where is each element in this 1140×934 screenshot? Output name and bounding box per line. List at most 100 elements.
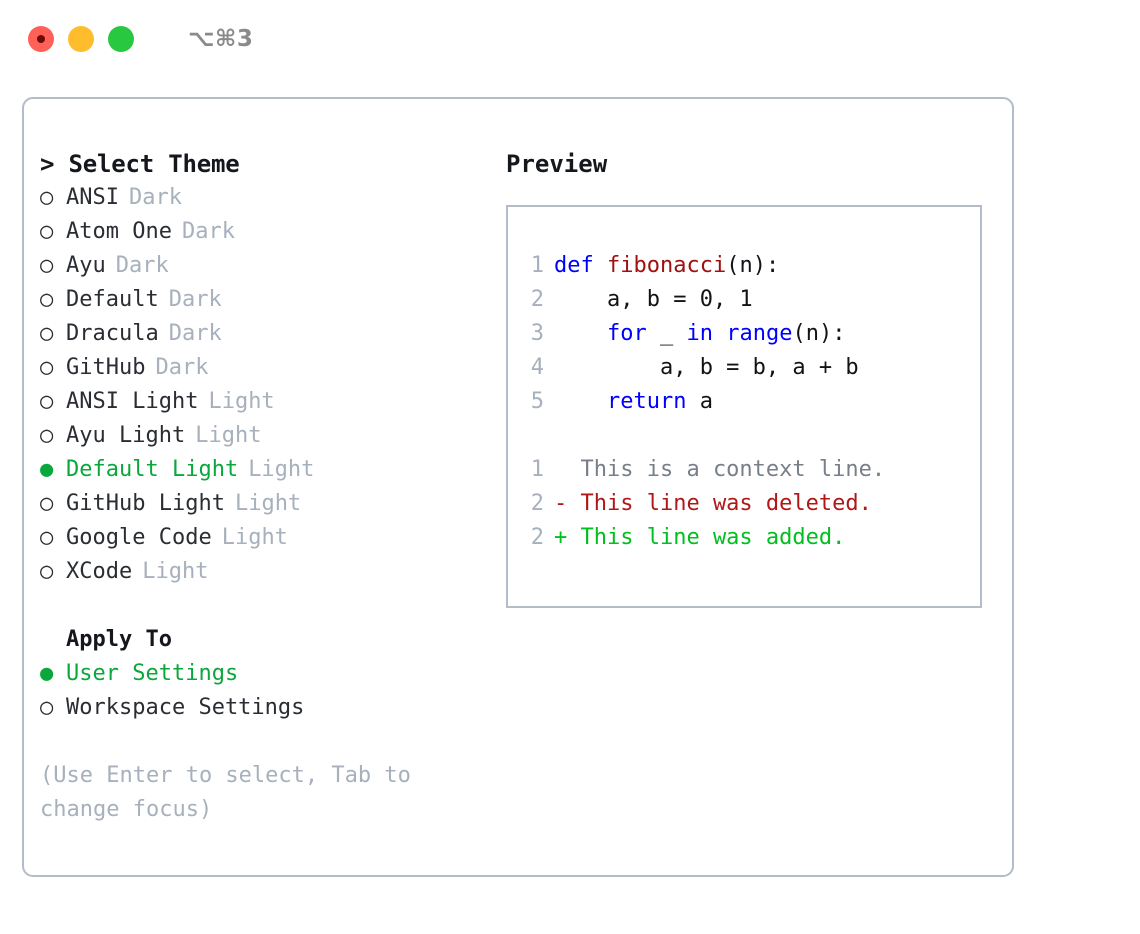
theme-option-label: Atom One	[66, 219, 172, 244]
theme-option-dracula[interactable]: ○ Dracula Dark	[40, 317, 494, 351]
radio-unselected-icon: ○	[40, 253, 54, 278]
diff-line: 1 This is a context line.	[508, 453, 980, 487]
theme-option-label: Dracula	[66, 321, 159, 346]
radio-unselected-icon: ○	[40, 321, 54, 346]
spacer	[40, 589, 494, 623]
apply-to-heading: Apply To	[66, 627, 172, 652]
radio-unselected-icon: ○	[40, 185, 54, 210]
line-number: 5	[530, 389, 544, 414]
apply-to-option-workspace-settings[interactable]: ○ Workspace Settings	[40, 691, 494, 725]
keyboard-shortcut-label: ⌥⌘3	[188, 26, 254, 52]
radio-unselected-icon: ○	[40, 695, 54, 720]
close-icon	[37, 35, 45, 43]
theme-option-label: ANSI	[66, 185, 119, 210]
radio-unselected-icon: ○	[40, 355, 54, 380]
code-text: a, b = 0, 1	[554, 283, 753, 317]
theme-option-label: Default	[66, 287, 159, 312]
radio-unselected-icon: ○	[40, 219, 54, 244]
radio-unselected-icon: ○	[40, 287, 54, 312]
code-token-fn: fibonacci	[607, 253, 727, 278]
code-token-plain	[713, 321, 726, 346]
radio-unselected-icon: ○	[40, 423, 54, 448]
diff-text: This is a context line.	[554, 457, 886, 482]
code-token-kw: range	[726, 321, 793, 346]
radio-selected-icon: ●	[40, 661, 54, 686]
theme-option-label: GitHub	[66, 355, 146, 380]
apply-to-option-label: User Settings	[66, 661, 239, 686]
code-token-kw: for	[606, 321, 647, 346]
theme-option-tag: Dark	[168, 287, 222, 312]
code-token-plain: a, b = 0, 1	[554, 287, 753, 312]
line-number: 4	[530, 355, 544, 380]
theme-option-github[interactable]: ○ GitHub Dark	[40, 351, 494, 385]
code-token-plain	[594, 253, 607, 278]
diff-text: + This line was added.	[554, 525, 846, 550]
code-token-plain: (n):	[726, 253, 780, 278]
page-title: > Select Theme	[40, 150, 240, 178]
minimize-window-button[interactable]	[68, 26, 94, 52]
theme-option-label: Google Code	[66, 525, 212, 550]
theme-option-label: ANSI Light	[66, 389, 199, 414]
line-number: 2	[530, 491, 544, 516]
theme-option-atom-one[interactable]: ○ Atom One Dark	[40, 215, 494, 249]
radio-unselected-icon: ○	[40, 559, 54, 584]
theme-option-tag: Light	[234, 491, 302, 516]
code-token-plain: _	[646, 321, 687, 346]
code-token-kw: in	[686, 321, 713, 346]
diff-line: 2+ This line was added.	[508, 521, 980, 555]
apply-to-option-list: ● User Settings ○ Workspace Settings	[40, 657, 494, 725]
theme-option-tag: Light	[221, 525, 288, 550]
theme-option-tag: Light	[208, 389, 275, 414]
apply-to-option-label: Workspace Settings	[66, 695, 305, 720]
theme-option-label: GitHub Light	[66, 491, 225, 516]
diff-text: - This line was deleted.	[554, 491, 872, 516]
theme-option-label: Ayu Light	[66, 423, 186, 448]
radio-selected-icon: ●	[40, 457, 54, 482]
theme-option-tag: Dark	[181, 219, 235, 244]
theme-option-label: Ayu	[66, 253, 106, 278]
diff-line: 2 - This line was deleted.	[508, 487, 980, 521]
code-token-plain: (n):	[792, 321, 846, 346]
theme-option-ansi-light[interactable]: ○ ANSI Light Light	[40, 385, 494, 419]
radio-unselected-icon: ○	[40, 525, 54, 550]
theme-option-tag: Dark	[155, 355, 209, 380]
code-token-plain: a, b = b, a + b	[554, 355, 859, 380]
close-window-button[interactable]	[28, 26, 54, 52]
theme-option-tag: Light	[142, 559, 209, 584]
radio-unselected-icon: ○	[40, 389, 54, 414]
theme-option-default[interactable]: ○ Default Dark	[40, 283, 494, 317]
preview-heading: Preview	[506, 150, 608, 178]
theme-option-label: Default Light	[66, 457, 239, 482]
maximize-window-button[interactable]	[108, 26, 134, 52]
code-token-plain	[554, 321, 607, 346]
apply-to-option-user-settings[interactable]: ● User Settings	[40, 657, 494, 691]
theme-option-tag: Dark	[168, 321, 222, 346]
line-number: 2	[530, 287, 544, 312]
theme-option-google-code[interactable]: ○ Google Code Light	[40, 521, 494, 555]
code-line: 2 a, b = 0, 1	[508, 283, 980, 317]
code-text: a, b = b, a + b	[554, 351, 859, 385]
diff-sample: 1 This is a context line. 2 - This line wa…	[508, 453, 980, 555]
radio-unselected-icon: ○	[40, 491, 54, 516]
code-text: for _ in range(n):	[554, 317, 845, 351]
keyboard-hint-text: (Use Enter to select, Tab to change focu…	[40, 763, 411, 822]
code-line: 4 a, b = b, a + b	[508, 351, 980, 385]
title-bar: ⌥⌘3	[0, 0, 1140, 78]
code-token-kw: def	[554, 253, 594, 278]
theme-option-github-light[interactable]: ○ GitHub Light Light	[40, 487, 494, 521]
code-line: 3 for _ in range(n):	[508, 317, 980, 351]
code-token-plain: a	[686, 389, 713, 414]
